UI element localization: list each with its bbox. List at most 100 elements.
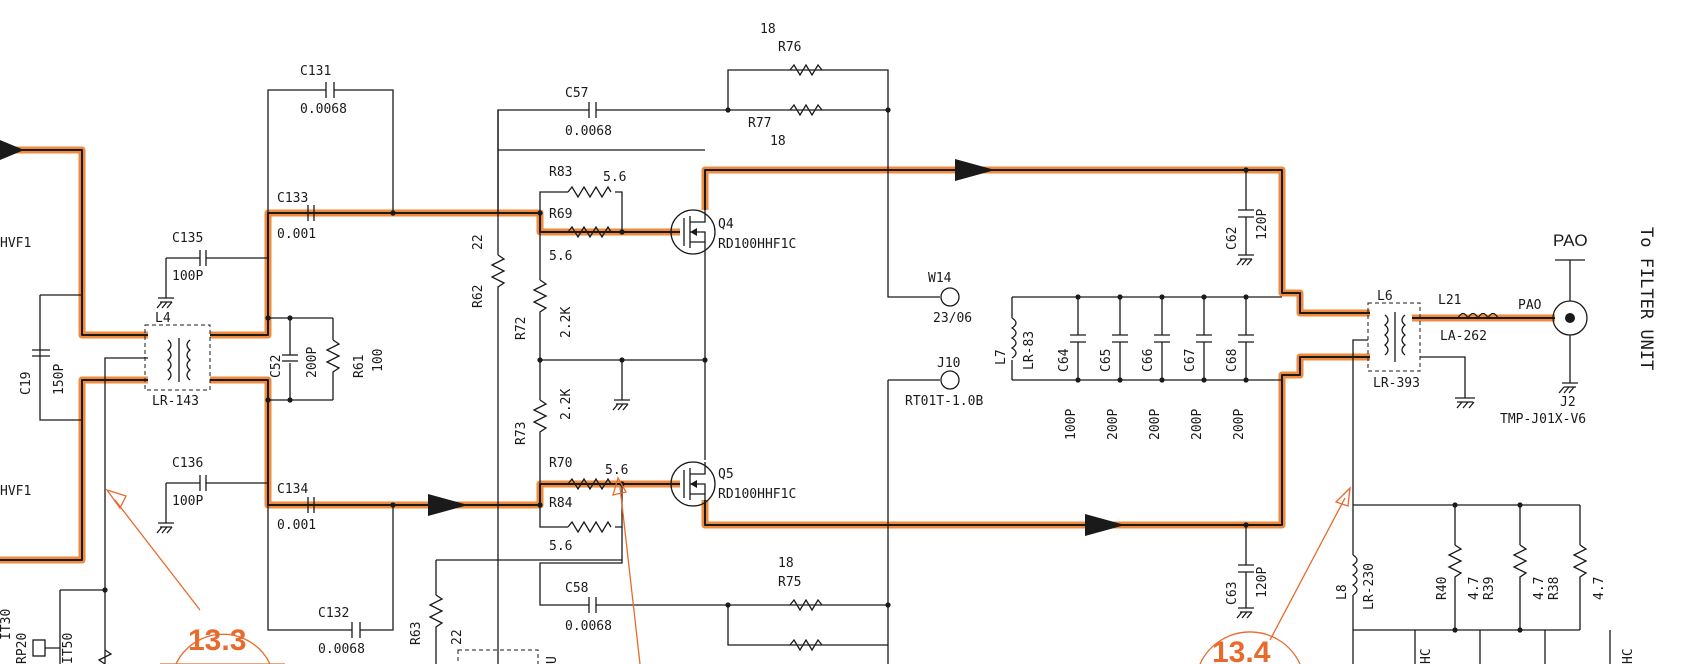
r75-label: R75: [778, 575, 801, 590]
r63-value: 22: [450, 629, 465, 645]
bias-section: C57 0.0068 18 R76 R77 18 R83 5.6 R69 5.6…: [409, 22, 940, 664]
cap-c68: C68 200P: [1225, 294, 1254, 440]
cap-c67: C67 200P: [1183, 294, 1212, 440]
cap-c66: C66 200P: [1141, 294, 1170, 440]
j2-label: J2: [1560, 395, 1576, 410]
j10-part: RT01T-1.0B: [905, 394, 983, 409]
hc-label-2: HC: [1621, 648, 1636, 664]
r38-value: 4.7: [1592, 577, 1607, 600]
q4-label: Q4: [718, 217, 734, 232]
r77-value: 18: [770, 134, 786, 149]
r39-value: 4.7: [1532, 577, 1547, 600]
c66-value: 200P: [1148, 409, 1163, 440]
to-filter-unit-label: To FILTER UNIT: [1636, 227, 1656, 370]
c135-value: 100P: [172, 269, 203, 284]
r77-label: R77: [748, 116, 771, 131]
c67-label: C67: [1183, 349, 1198, 372]
hvf1-top-label: HVF1: [0, 236, 31, 251]
l8-label: L8: [1335, 584, 1350, 600]
c19-value: 150P: [52, 364, 67, 395]
q5-transistor: Q5 RD100HHF1C: [670, 461, 796, 507]
l21-part: LA-262: [1440, 329, 1487, 344]
c131-label: C131: [300, 64, 331, 79]
l4-part: LR-143: [152, 394, 199, 409]
q4-transistor: Q4 RD100HHF1C: [670, 209, 796, 460]
w14-testpoint: [940, 287, 960, 307]
c66-label: C66: [1141, 349, 1156, 372]
c133-label: C133: [277, 191, 308, 206]
pao-net-label: PAO: [1518, 298, 1542, 313]
pao-connector-label: PAO: [1553, 231, 1588, 250]
r40-value: 4.7: [1467, 577, 1482, 600]
l21-label: L21: [1438, 293, 1461, 308]
c136-value: 100P: [172, 494, 203, 509]
r70-label: R70: [549, 456, 572, 471]
r62-value: 22: [471, 234, 486, 250]
r72-label: R72: [514, 317, 529, 340]
r76-value: 18: [760, 22, 776, 37]
c19-label: C19: [19, 372, 34, 395]
r73-value: 2.2K: [559, 389, 574, 420]
input-section: C19 150P L4 LR-143 C135 100P C136 100P C…: [0, 64, 396, 664]
flow-arrows: [0, 140, 1125, 536]
callout-13-4: 13.4: [1212, 636, 1271, 664]
r75-value: 18: [778, 556, 794, 571]
c136-label: C136: [172, 456, 203, 471]
r61-value: 100: [371, 349, 386, 372]
output-matching-section: W14 23/06 J10 RT01T-1.0B L7 LR-83 C64 10…: [905, 167, 1282, 613]
r61-label: R61: [352, 355, 367, 378]
c67-value: 200P: [1190, 409, 1205, 440]
r84-label: R84: [549, 496, 573, 511]
q4-part: RD100HHF1C: [718, 237, 796, 252]
c68-label: C68: [1225, 349, 1240, 372]
w14-label: W14: [928, 271, 952, 286]
l4-label: L4: [155, 311, 171, 326]
r76-label: R76: [778, 40, 801, 55]
c134-value: 0.001: [277, 518, 316, 533]
r63-label: R63: [409, 622, 424, 645]
l6-part: LR-393: [1373, 376, 1420, 391]
r39-label: R39: [1482, 577, 1497, 600]
c63-value: 120P: [1255, 567, 1270, 598]
r72-value: 2.2K: [559, 307, 574, 338]
c57-value: 0.0068: [565, 124, 612, 139]
output-section: L6 LR-393 L21 LA-262 PAO PAO J2 TMP-J01X…: [1199, 227, 1656, 664]
r73-label: R73: [514, 422, 529, 445]
it50-label: IT50: [61, 633, 76, 664]
c57-label: C57: [565, 86, 588, 101]
cap-c64: C64 100P: [1057, 294, 1086, 440]
l6-label: L6: [1377, 289, 1393, 304]
r70-value: 5.6: [605, 463, 628, 478]
j10-testpoint: [940, 370, 960, 390]
q5-label: Q5: [718, 467, 734, 482]
c132-value: 0.0068: [318, 642, 365, 657]
l7-label: L7: [994, 349, 1009, 365]
c64-label: C64: [1057, 348, 1072, 372]
l8-part: LR-230: [1362, 563, 1377, 610]
r62-label: R62: [471, 285, 486, 308]
r69-value: 5.6: [549, 249, 572, 264]
c58-value: 0.0068: [565, 619, 612, 634]
cap-c65: C65 200P: [1099, 294, 1128, 440]
signal-path-highlight: [0, 146, 1555, 564]
c64-value: 100P: [1064, 409, 1079, 440]
c65-value: 200P: [1106, 409, 1121, 440]
c65-label: C65: [1099, 349, 1114, 372]
it30-label: IT30: [0, 609, 14, 640]
c132-label: C132: [318, 606, 349, 621]
c62-value: 120P: [1255, 209, 1270, 240]
c68-value: 200P: [1232, 409, 1247, 440]
rp20-label: RP20: [15, 633, 30, 664]
l7-part: LR-83: [1022, 331, 1037, 370]
q5-part: RD100HHF1C: [718, 487, 796, 502]
r69-label: R69: [549, 207, 572, 222]
r83-value: 5.6: [603, 170, 626, 185]
callout-13-3: 13.3: [188, 624, 246, 657]
c135-label: C135: [172, 231, 203, 246]
r38-label: R38: [1547, 577, 1562, 600]
l4-transformer-box: [144, 324, 211, 391]
l6-transformer-box: [1367, 302, 1421, 372]
u-label: U: [545, 656, 560, 664]
j2-part: TMP-J01X-V6: [1500, 412, 1586, 427]
